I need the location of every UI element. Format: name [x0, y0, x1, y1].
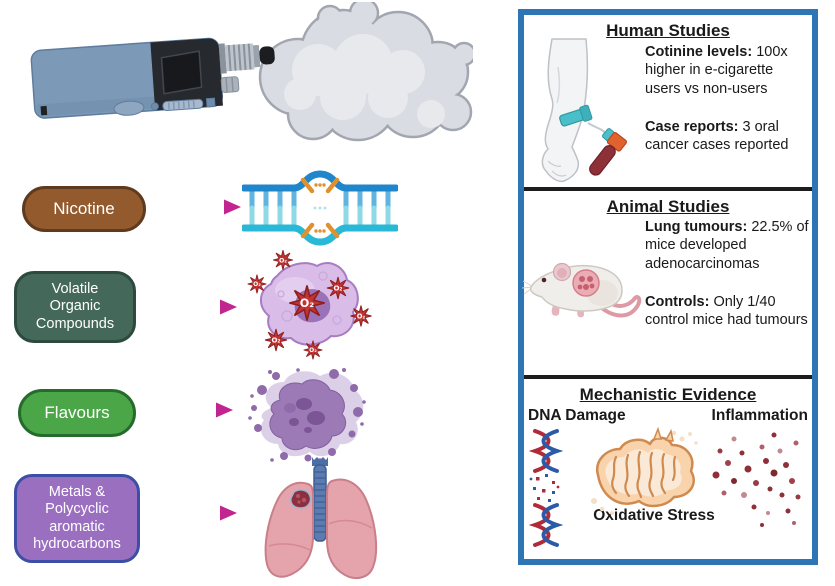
- oxidative-stress-label: Oxidative Stress: [593, 507, 715, 524]
- lung-tumours-item-label: Lung tumours:: [645, 219, 748, 235]
- human-studies-title: Human Studies: [606, 21, 730, 40]
- lungs-icon: [264, 457, 378, 580]
- svg-text:O₂: O₂: [300, 297, 315, 310]
- svg-text:O₂: O₂: [253, 281, 261, 288]
- broken-dna-helix-icon: [528, 429, 564, 547]
- lung-tumour-spot: [290, 489, 312, 509]
- cell-oxidative-stress-icon: O₂ O₂ O₂ O₂ O₂ O₂ O₂: [247, 249, 372, 360]
- nicotine-pill: Nicotine: [22, 186, 146, 232]
- vapor-cloud-icon: [258, 2, 473, 142]
- case-reports-item-label: Case reports:: [645, 118, 739, 135]
- mouse-tumour-spot: [572, 269, 600, 297]
- human-studies-text: Cotinine levels: 100x higher in e-cigare…: [645, 43, 809, 174]
- metals-pah-label: Metals & Polycyclic aromatic hydrocarbon…: [33, 484, 121, 552]
- inflammation-dots-icon: [712, 432, 801, 527]
- case-reports-item: Case reports: 3 oral cancer cases report…: [645, 118, 809, 155]
- arrow-icon-voc: [144, 299, 237, 315]
- mitochondria-icon: [591, 427, 698, 515]
- nicotine-label: Nicotine: [53, 198, 115, 218]
- lung-tumours-item-text: 22.5% of mice developed adenocarcinomas: [645, 219, 809, 272]
- inflammation-label: Inflammation: [711, 407, 808, 424]
- flavours-label: Flavours: [44, 402, 110, 422]
- voc-pill: Volatile Organic Compounds: [14, 271, 136, 343]
- voc-label: Volatile Organic Compounds: [35, 281, 115, 332]
- metals-pah-pill: Metals & Polycyclic aromatic hydrocarbon…: [14, 474, 140, 563]
- arrow-icon-metals: [144, 505, 237, 521]
- dna-fragment-dots: [529, 474, 560, 502]
- lung-tumours-item: Lung tumours: 22.5% of mice developed ad…: [645, 218, 809, 273]
- svg-text:O₂: O₂: [279, 257, 287, 264]
- animal-studies-text: Lung tumours: 22.5% of mice developed ad…: [645, 218, 809, 349]
- dna-damage-horizontal-icon: [242, 170, 398, 246]
- controls-item-label: Controls:: [645, 293, 710, 310]
- cotinine-item-label: Cotinine levels:: [645, 44, 753, 60]
- cotinine-item: Cotinine levels: 100x higher in e-cigare…: [645, 43, 809, 98]
- animal-studies-title: Animal Studies: [606, 197, 730, 216]
- blood-tube-icon: [589, 131, 628, 176]
- mechanistic-evidence-title: Mechanistic Evidence: [579, 385, 757, 404]
- svg-text:O₂: O₂: [333, 285, 342, 293]
- mechanistic-evidence-section: Mechanistic Evidence DNA Damage Inflamma…: [524, 379, 812, 559]
- evidence-panel: Human Studies Cotinine levels: 100x high…: [518, 9, 818, 565]
- blood-draw-arm-icon: [541, 38, 628, 183]
- arrow-icon-flavours: [140, 402, 233, 418]
- arrow-icon-nicotine: [148, 199, 241, 215]
- human-studies-section: Human Studies Cotinine levels: 100x high…: [524, 15, 812, 191]
- particle-splat-icon: [248, 368, 366, 462]
- controls-item: Controls: Only 1/40 control mice had tum…: [645, 293, 809, 330]
- controls-item-text: Only 1/40 control mice had tumours: [645, 293, 808, 329]
- svg-text:O₂: O₂: [271, 337, 280, 345]
- case-reports-item-text: 3 oral cancer cases reported: [645, 118, 789, 154]
- e-cigarette-device-icon: [30, 37, 275, 119]
- dna-damage-label: DNA Damage: [528, 407, 626, 424]
- svg-text:O₂: O₂: [357, 312, 366, 320]
- mouse-icon: [522, 262, 642, 318]
- cotinine-item-text: 100x higher in e-cigarette users vs non-…: [645, 44, 788, 97]
- animal-studies-section: Animal Studies: [522, 191, 812, 379]
- oxygen-radical-icons: O₂ O₂ O₂ O₂ O₂ O₂ O₂: [247, 249, 372, 360]
- svg-text:O₂: O₂: [309, 347, 317, 354]
- flavours-pill: Flavours: [18, 389, 136, 437]
